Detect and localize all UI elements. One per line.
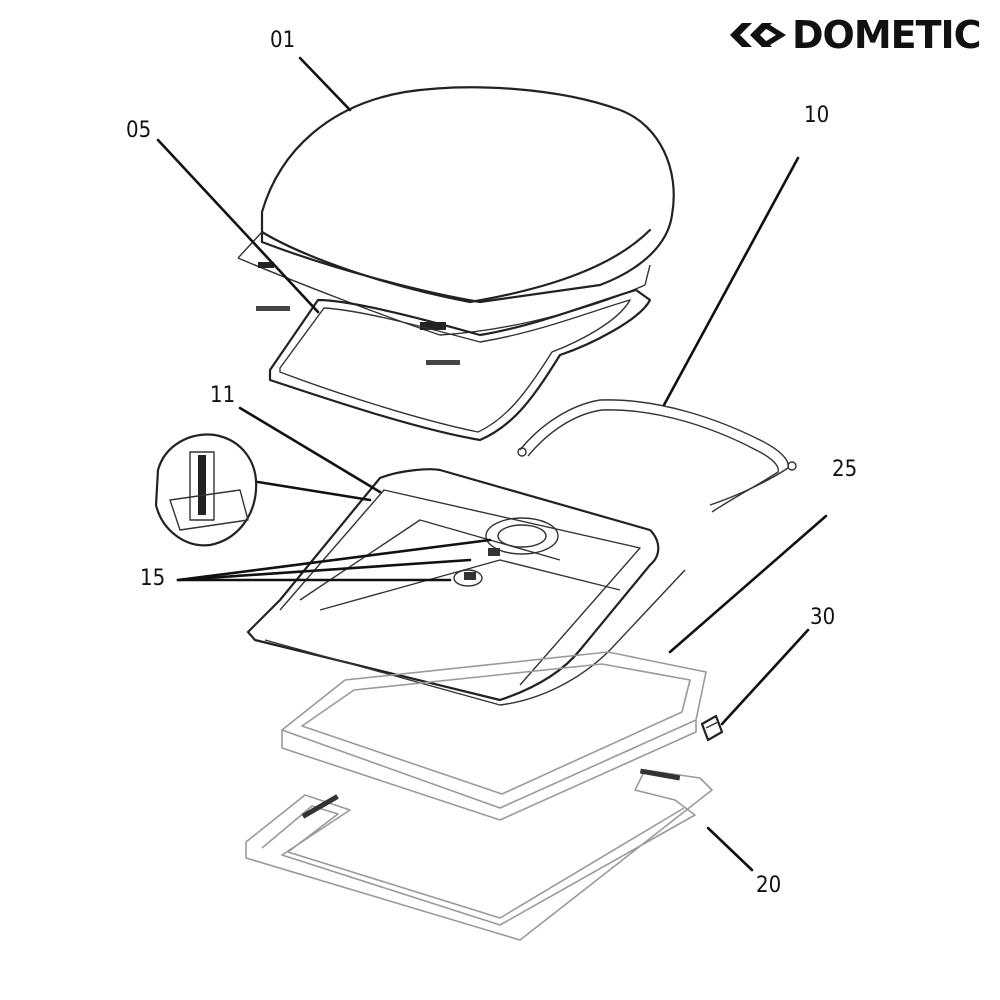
cover-seal	[256, 288, 652, 442]
latch-clip	[700, 714, 724, 742]
hatch-body	[246, 468, 686, 706]
leader-11	[238, 406, 382, 494]
leader-01	[298, 56, 352, 112]
callout-label-01: 01	[270, 28, 295, 53]
callout-label-30: 30	[810, 605, 835, 630]
callout-labels: 01 05 10 11 15 25 30 20	[126, 28, 857, 898]
leader-10	[662, 156, 800, 407]
callout-label-15: 15	[140, 566, 165, 591]
dometic-logo: DOMETIC	[728, 12, 982, 58]
callout-label-11: 11	[210, 383, 235, 408]
trim-frame	[245, 768, 713, 941]
leader-05	[156, 138, 320, 314]
brand-name: DOMETIC	[792, 13, 982, 57]
callout-leaders	[156, 56, 828, 872]
callout-label-10: 10	[804, 103, 829, 128]
callout-label-25: 25	[832, 457, 857, 482]
leader-20	[706, 826, 754, 872]
leader-15b	[176, 558, 472, 582]
callout-label-05: 05	[126, 118, 151, 143]
callout-label-20: 20	[756, 873, 781, 898]
support-arm	[517, 399, 797, 513]
hinge-detail-inset	[154, 433, 258, 547]
leader-30	[720, 628, 810, 726]
dometic-chevron-logo-icon	[730, 23, 786, 47]
leader-15a	[176, 538, 492, 582]
leader-25	[668, 514, 828, 654]
inner-frame	[281, 651, 707, 821]
leader-11-inset	[256, 480, 372, 502]
